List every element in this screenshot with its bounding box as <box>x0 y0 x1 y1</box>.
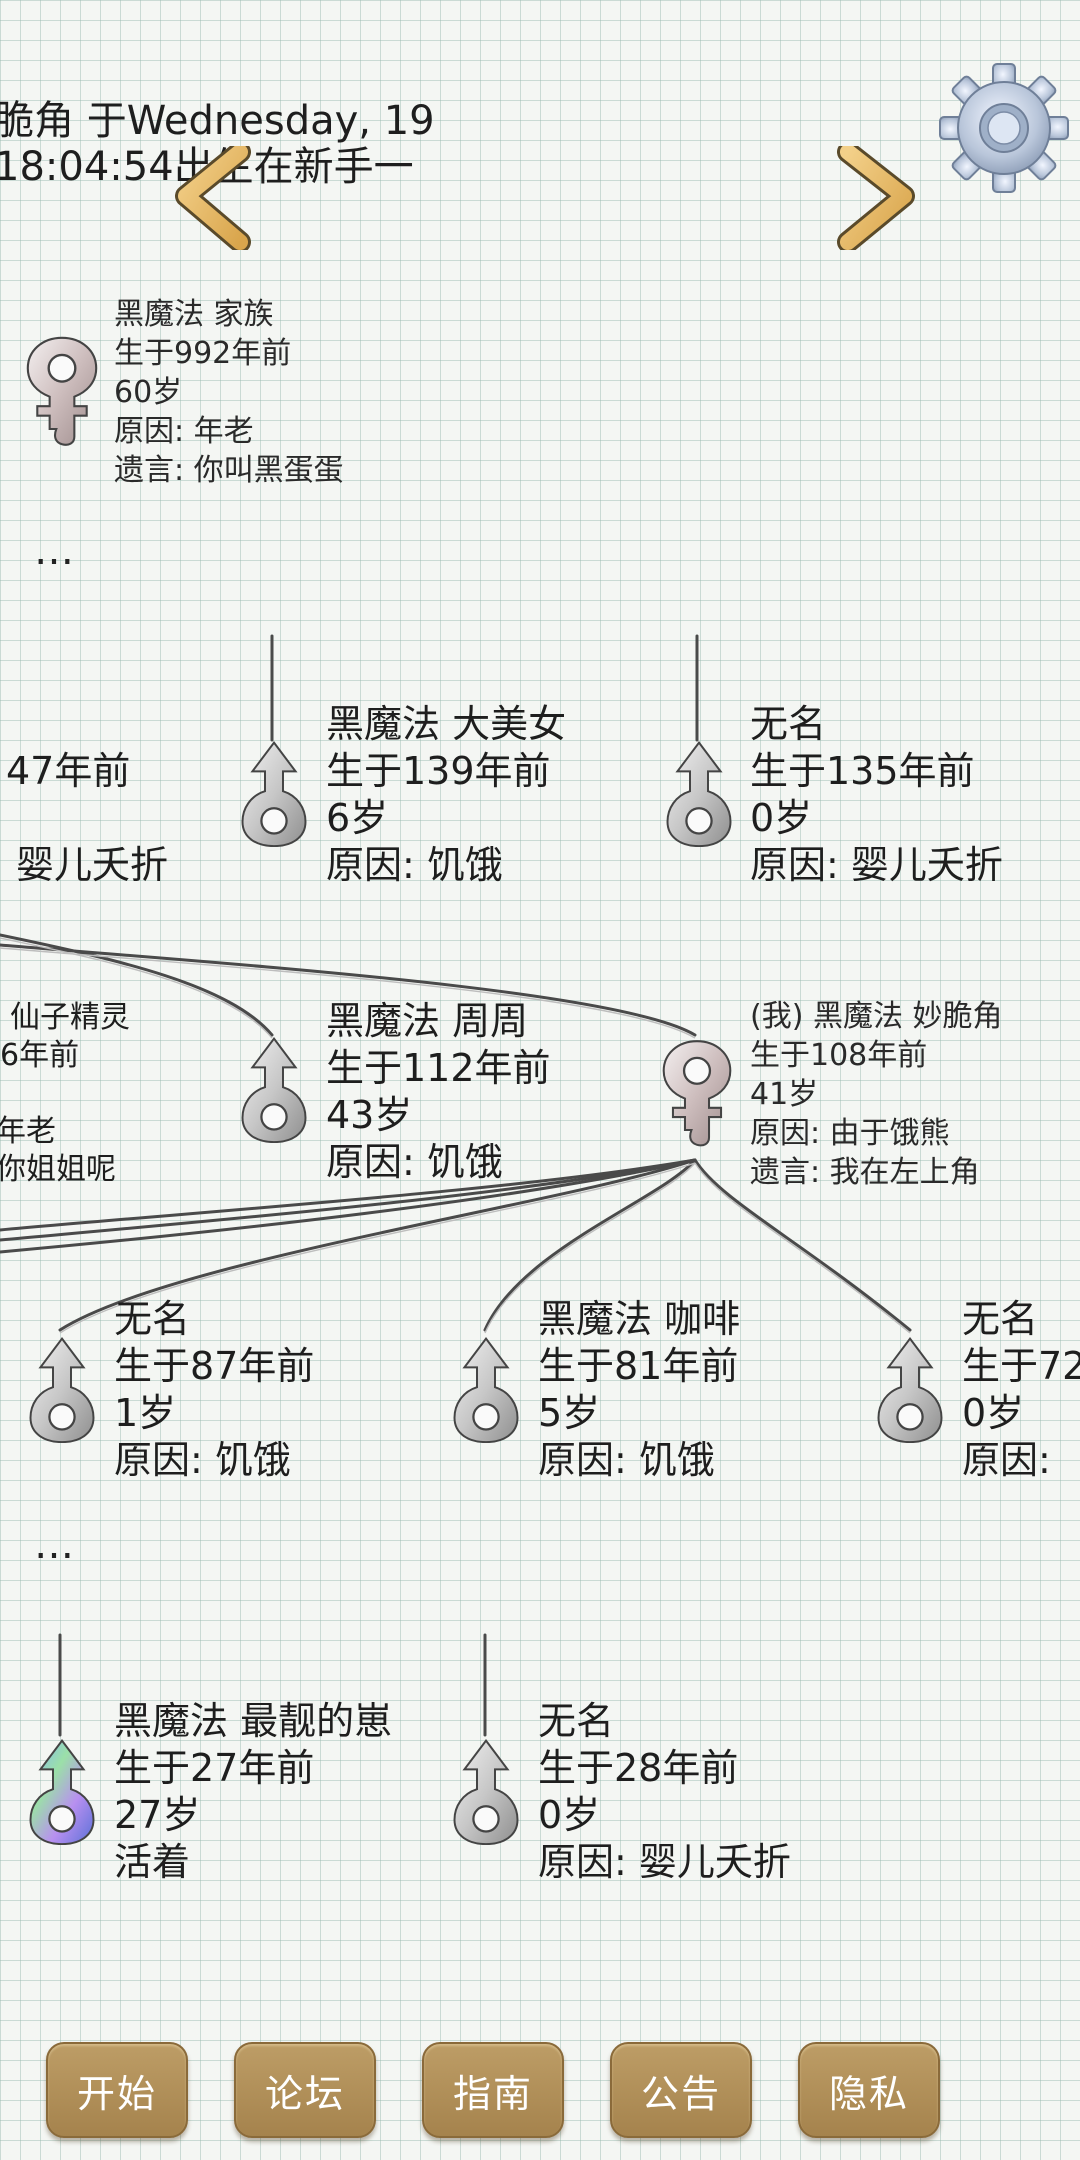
person-cause: 原因: <box>962 1438 1051 1482</box>
person-born: 生于108年前 <box>750 1038 928 1073</box>
person-born: 生于27年前 <box>114 1746 315 1790</box>
generation-ellipsis: … <box>34 528 76 574</box>
male-symbol-icon <box>26 1330 98 1448</box>
person-will: 遗言: 你叫黑蛋蛋 <box>114 453 344 488</box>
person-cause: 原因: 年老 <box>114 414 254 449</box>
person-age: 6岁 <box>326 796 389 840</box>
notice-button[interactable]: 公告 <box>610 2042 752 2138</box>
person-born: 生于87年前 <box>114 1344 315 1388</box>
person-name: 黑魔法 大美女 <box>326 702 567 746</box>
person-age: 0岁 <box>538 1793 601 1837</box>
person-cause: 婴儿夭折 <box>16 843 169 887</box>
person-born: 47年前 <box>6 749 131 793</box>
person-born: 生于72 <box>962 1344 1080 1388</box>
person-age: 0岁 <box>962 1391 1025 1435</box>
person-cause: 原因: 饥饿 <box>538 1438 715 1482</box>
guide-button[interactable]: 指南 <box>422 2042 564 2138</box>
start-button[interactable]: 开始 <box>46 2042 188 2138</box>
person-age: 0岁 <box>750 796 813 840</box>
person-born: 生于112年前 <box>326 1046 551 1090</box>
male-symbol-icon <box>450 1330 522 1448</box>
person-born: 生于28年前 <box>538 1746 739 1790</box>
chevron-left-icon[interactable] <box>168 146 260 250</box>
male-symbol-icon <box>26 1732 98 1850</box>
person-name: (我) 黑魔法 妙脆角 <box>750 999 1003 1034</box>
person-age: 60岁 <box>114 375 183 410</box>
female-symbol-icon <box>660 1034 734 1152</box>
person-born: 生于992年前 <box>114 336 292 371</box>
person-name: 无名 <box>962 1297 1039 1341</box>
generation-ellipsis: … <box>34 1522 76 1568</box>
person-age: 41岁 <box>750 1077 819 1112</box>
person-born: 6年前 <box>0 1038 80 1073</box>
person-age: 1岁 <box>114 1391 177 1435</box>
person-name: 黑魔法 咖啡 <box>538 1297 741 1341</box>
chevron-right-icon[interactable] <box>830 146 922 250</box>
person-will: 你姐姐呢 <box>0 1152 116 1187</box>
person-will: 遗言: 我在左上角 <box>750 1155 980 1190</box>
person-cause: 原因: 婴儿夭折 <box>750 843 1003 887</box>
person-name: 无名 <box>114 1297 191 1341</box>
person-name: 黑魔法 最靓的崽 <box>114 1699 393 1743</box>
person-status: 活着 <box>114 1840 191 1884</box>
person-name: 无名 <box>538 1699 615 1743</box>
person-cause: 年老 <box>0 1114 56 1149</box>
person-age: 5岁 <box>538 1391 601 1435</box>
person-age: 27岁 <box>114 1793 201 1837</box>
male-symbol-icon <box>663 734 735 852</box>
male-symbol-icon <box>238 734 310 852</box>
person-name: 仙子精灵 <box>10 1000 130 1035</box>
person-cause: 原因: 由于饿熊 <box>750 1116 950 1151</box>
birth-header-line1: 脆角 于Wednesday, 19 <box>0 98 435 144</box>
male-symbol-icon <box>238 1030 310 1148</box>
person-cause: 原因: 饥饿 <box>326 1140 503 1184</box>
forum-button[interactable]: 论坛 <box>234 2042 376 2138</box>
person-cause: 原因: 婴儿夭折 <box>538 1840 791 1884</box>
person-cause: 原因: 饥饿 <box>114 1438 291 1482</box>
person-born: 生于135年前 <box>750 749 975 793</box>
person-name: 黑魔法 周周 <box>326 999 529 1043</box>
person-cause: 原因: 饥饿 <box>326 843 503 887</box>
person-born: 生于81年前 <box>538 1344 739 1388</box>
person-age: 43岁 <box>326 1093 413 1137</box>
person-name: 无名 <box>750 702 827 746</box>
privacy-button[interactable]: 隐私 <box>798 2042 940 2138</box>
male-symbol-icon <box>450 1732 522 1850</box>
person-name: 黑魔法 家族 <box>114 297 274 332</box>
female-symbol-icon <box>24 332 100 450</box>
person-born: 生于139年前 <box>326 749 551 793</box>
male-symbol-icon <box>874 1330 946 1448</box>
gear-icon[interactable] <box>938 62 1070 194</box>
